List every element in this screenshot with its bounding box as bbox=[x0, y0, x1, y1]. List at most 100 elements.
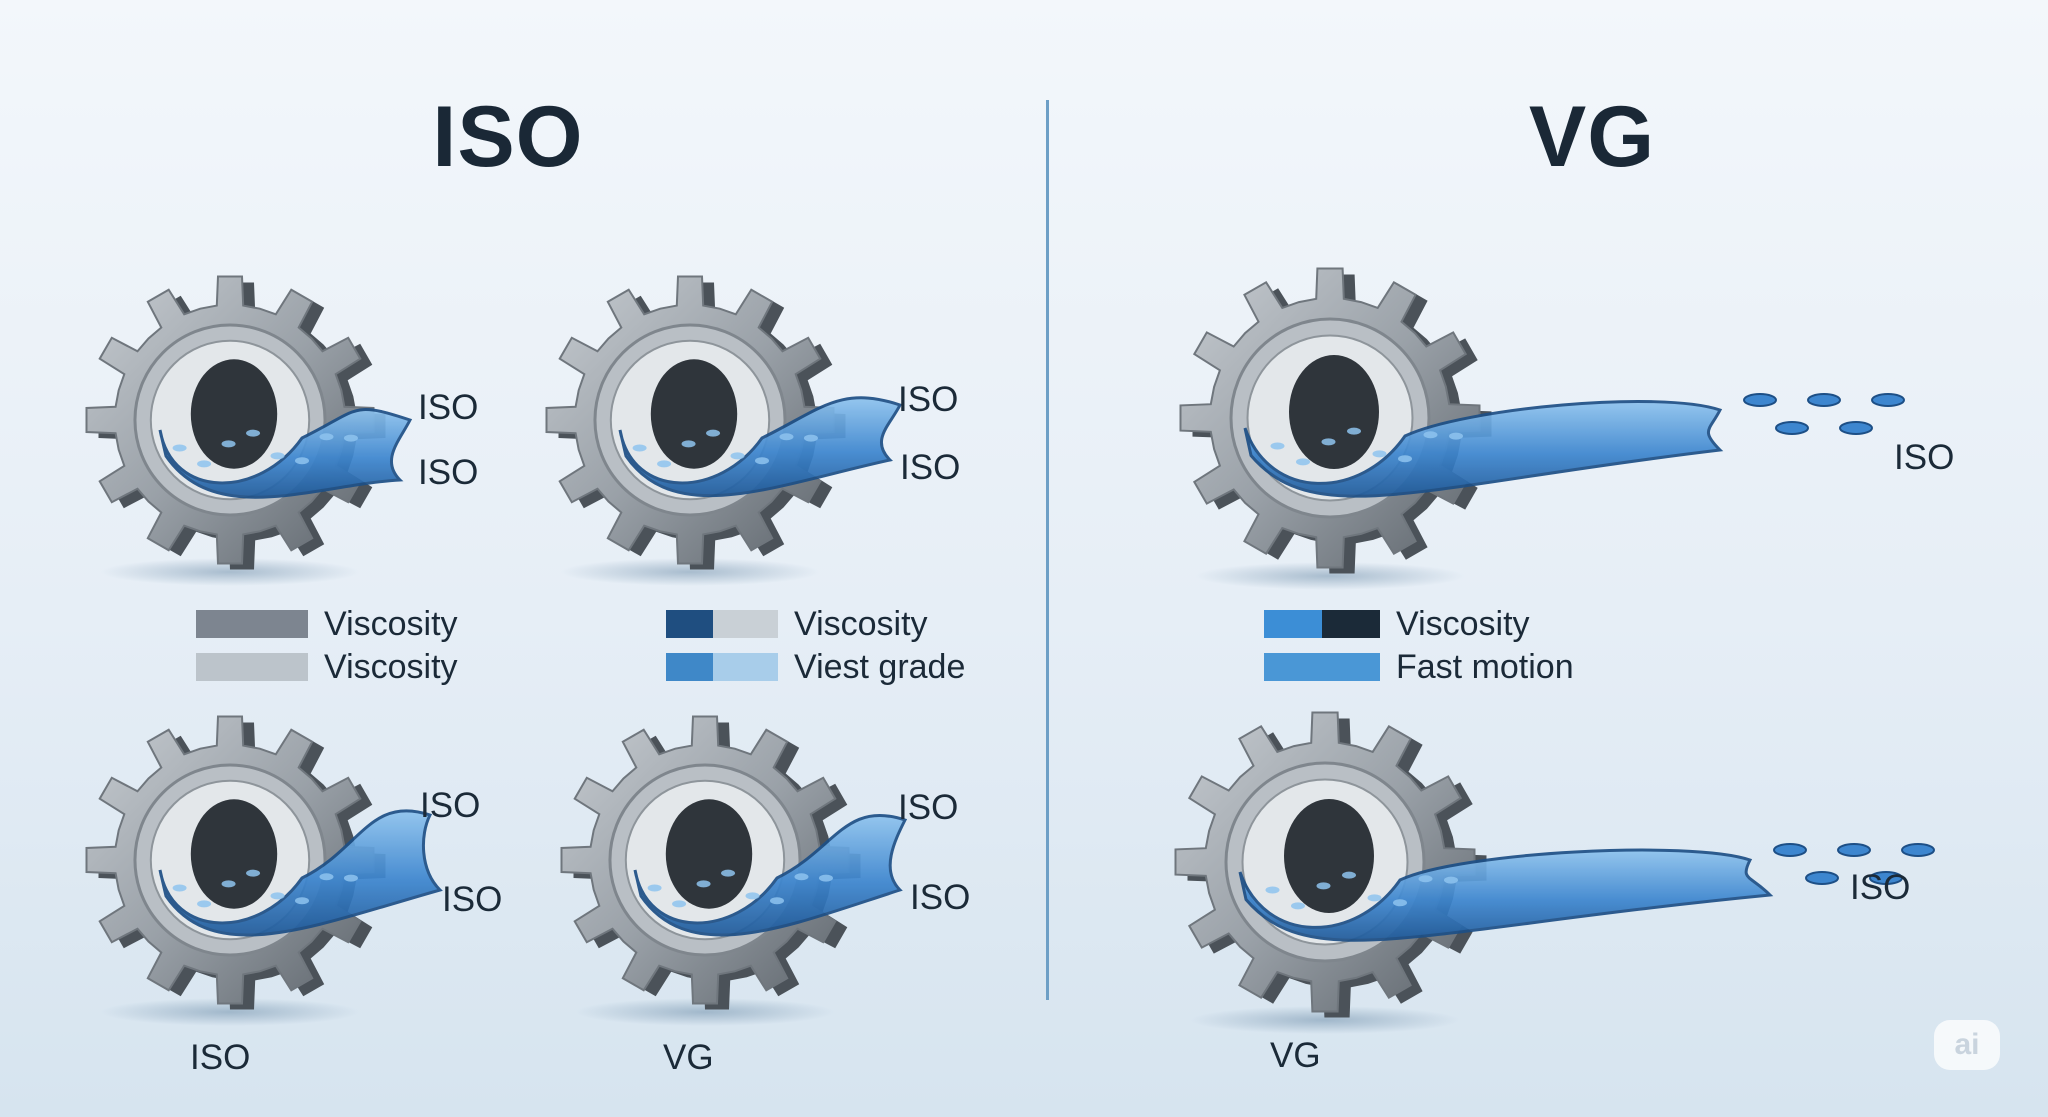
fluid-bubble bbox=[1367, 894, 1382, 902]
legend-c-row-1: Viscosity bbox=[1264, 605, 1530, 643]
gear-shadow bbox=[100, 998, 360, 1026]
gear3-label-top: ISO bbox=[420, 786, 481, 825]
swatch-c2-left bbox=[1264, 653, 1322, 681]
fluid-bubble bbox=[246, 429, 261, 437]
fluid-droplet bbox=[1775, 421, 1809, 435]
gear-hole bbox=[190, 359, 278, 469]
fluid-bubble bbox=[1291, 902, 1305, 910]
gear-6 bbox=[1174, 711, 1935, 1034]
fluid-bubble bbox=[706, 429, 721, 437]
swatch-b2-right bbox=[713, 653, 778, 681]
gear1-label-top: ISO bbox=[418, 388, 479, 427]
fluid-bubble bbox=[770, 897, 784, 905]
section-divider bbox=[1046, 100, 1049, 1000]
fluid-bubble bbox=[721, 869, 736, 877]
fluid-bubble bbox=[1418, 875, 1433, 883]
gear-hole bbox=[665, 799, 753, 909]
fluid-bubble bbox=[696, 880, 711, 888]
gear5-label: ISO bbox=[1894, 438, 1955, 477]
gear-4 bbox=[560, 715, 908, 1026]
legend-text: Viscosity bbox=[324, 604, 458, 643]
fluid-bubble bbox=[1270, 442, 1285, 450]
fluid-bubble bbox=[221, 880, 236, 888]
legend-swatch bbox=[196, 653, 308, 681]
fluid-droplet bbox=[1805, 871, 1839, 885]
legend-b-row-2: Viest grade bbox=[666, 648, 965, 686]
legend-swatch bbox=[1264, 610, 1380, 638]
swatch-c1-left bbox=[1264, 610, 1322, 638]
fluid-bubble bbox=[1296, 458, 1310, 466]
fluid-bubble bbox=[295, 897, 309, 905]
fluid-bubble bbox=[246, 869, 261, 877]
fluid-flow bbox=[158, 408, 413, 499]
fluid-flow bbox=[1243, 400, 1724, 498]
gear-hole bbox=[1289, 355, 1379, 469]
gear-shadow bbox=[1195, 562, 1465, 590]
fluid-bubble bbox=[172, 444, 187, 452]
gear-shadow bbox=[100, 558, 360, 586]
fluid-droplet bbox=[1869, 871, 1903, 885]
fluid-bubble bbox=[794, 873, 809, 881]
fluid-bubble bbox=[632, 444, 647, 452]
fluid-flow bbox=[633, 813, 908, 937]
swatch-a2-right bbox=[252, 653, 308, 681]
fluid-bubble bbox=[319, 433, 334, 441]
fluid-bubble bbox=[745, 892, 760, 900]
swatch-c1-right bbox=[1322, 610, 1380, 638]
legend-text: Fast motion bbox=[1396, 647, 1574, 686]
gear2-label-top: ISO bbox=[898, 380, 959, 419]
gear4-caption: VG bbox=[663, 1038, 714, 1077]
legend-c-row-2: Fast motion bbox=[1264, 648, 1574, 686]
fluid-bubble bbox=[672, 900, 687, 908]
fluid-flow bbox=[1238, 848, 1774, 942]
gear-hole bbox=[1284, 799, 1374, 913]
swatch-b2-left bbox=[666, 653, 714, 681]
fluid-bubble bbox=[197, 900, 212, 908]
gear-shadow bbox=[1190, 1006, 1460, 1034]
gear2-label-bottom: ISO bbox=[900, 448, 961, 487]
title-iso: ISO bbox=[432, 89, 584, 185]
fluid-bubble bbox=[755, 457, 769, 465]
fluid-bubble bbox=[657, 460, 672, 468]
gear-2 bbox=[545, 275, 903, 586]
gear-hole bbox=[650, 359, 738, 469]
gear3-caption: ISO bbox=[190, 1038, 251, 1077]
fluid-bubble bbox=[1347, 427, 1361, 435]
fluid-bubble bbox=[818, 874, 833, 882]
fluid-droplet bbox=[1743, 393, 1777, 407]
fluid-bubble bbox=[1316, 882, 1331, 890]
gear1-label-bottom: ISO bbox=[418, 453, 479, 492]
fluid-bubble bbox=[681, 440, 696, 448]
legend-a-row-2: Viscosity bbox=[196, 648, 458, 686]
fluid-bubble bbox=[647, 884, 662, 892]
fluid-droplet bbox=[1871, 393, 1905, 407]
legend-swatch bbox=[1264, 653, 1380, 681]
fluid-droplet bbox=[1773, 843, 1807, 857]
swatch-b1-left bbox=[666, 610, 714, 638]
gear6-label: ISO bbox=[1850, 868, 1911, 907]
gear-shadow bbox=[560, 558, 820, 586]
fluid-bubble bbox=[343, 434, 358, 442]
fluid-bubble bbox=[343, 874, 358, 882]
swatch-b1-right bbox=[713, 610, 778, 638]
fluid-bubble bbox=[270, 452, 285, 460]
fluid-bubble bbox=[197, 460, 212, 468]
fluid-flow bbox=[618, 396, 903, 498]
fluid-droplet bbox=[1837, 843, 1871, 857]
fluid-droplet bbox=[1901, 843, 1935, 857]
gear3-label-bottom: ISO bbox=[442, 880, 503, 919]
fluid-bubble bbox=[1449, 432, 1463, 440]
legend-text: Viest grade bbox=[794, 647, 966, 686]
fluid-bubble bbox=[319, 873, 334, 881]
gear-3 bbox=[85, 715, 443, 1026]
gear-shadow bbox=[575, 998, 835, 1026]
fluid-bubble bbox=[172, 884, 187, 892]
fluid-bubble bbox=[1321, 438, 1336, 446]
legend-swatch bbox=[196, 610, 308, 638]
fluid-bubble bbox=[1393, 899, 1407, 907]
fluid-bubble bbox=[1372, 450, 1387, 458]
gear4-label-top: ISO bbox=[898, 788, 959, 827]
legend-swatch bbox=[666, 610, 778, 638]
fluid-bubble bbox=[1342, 871, 1356, 879]
